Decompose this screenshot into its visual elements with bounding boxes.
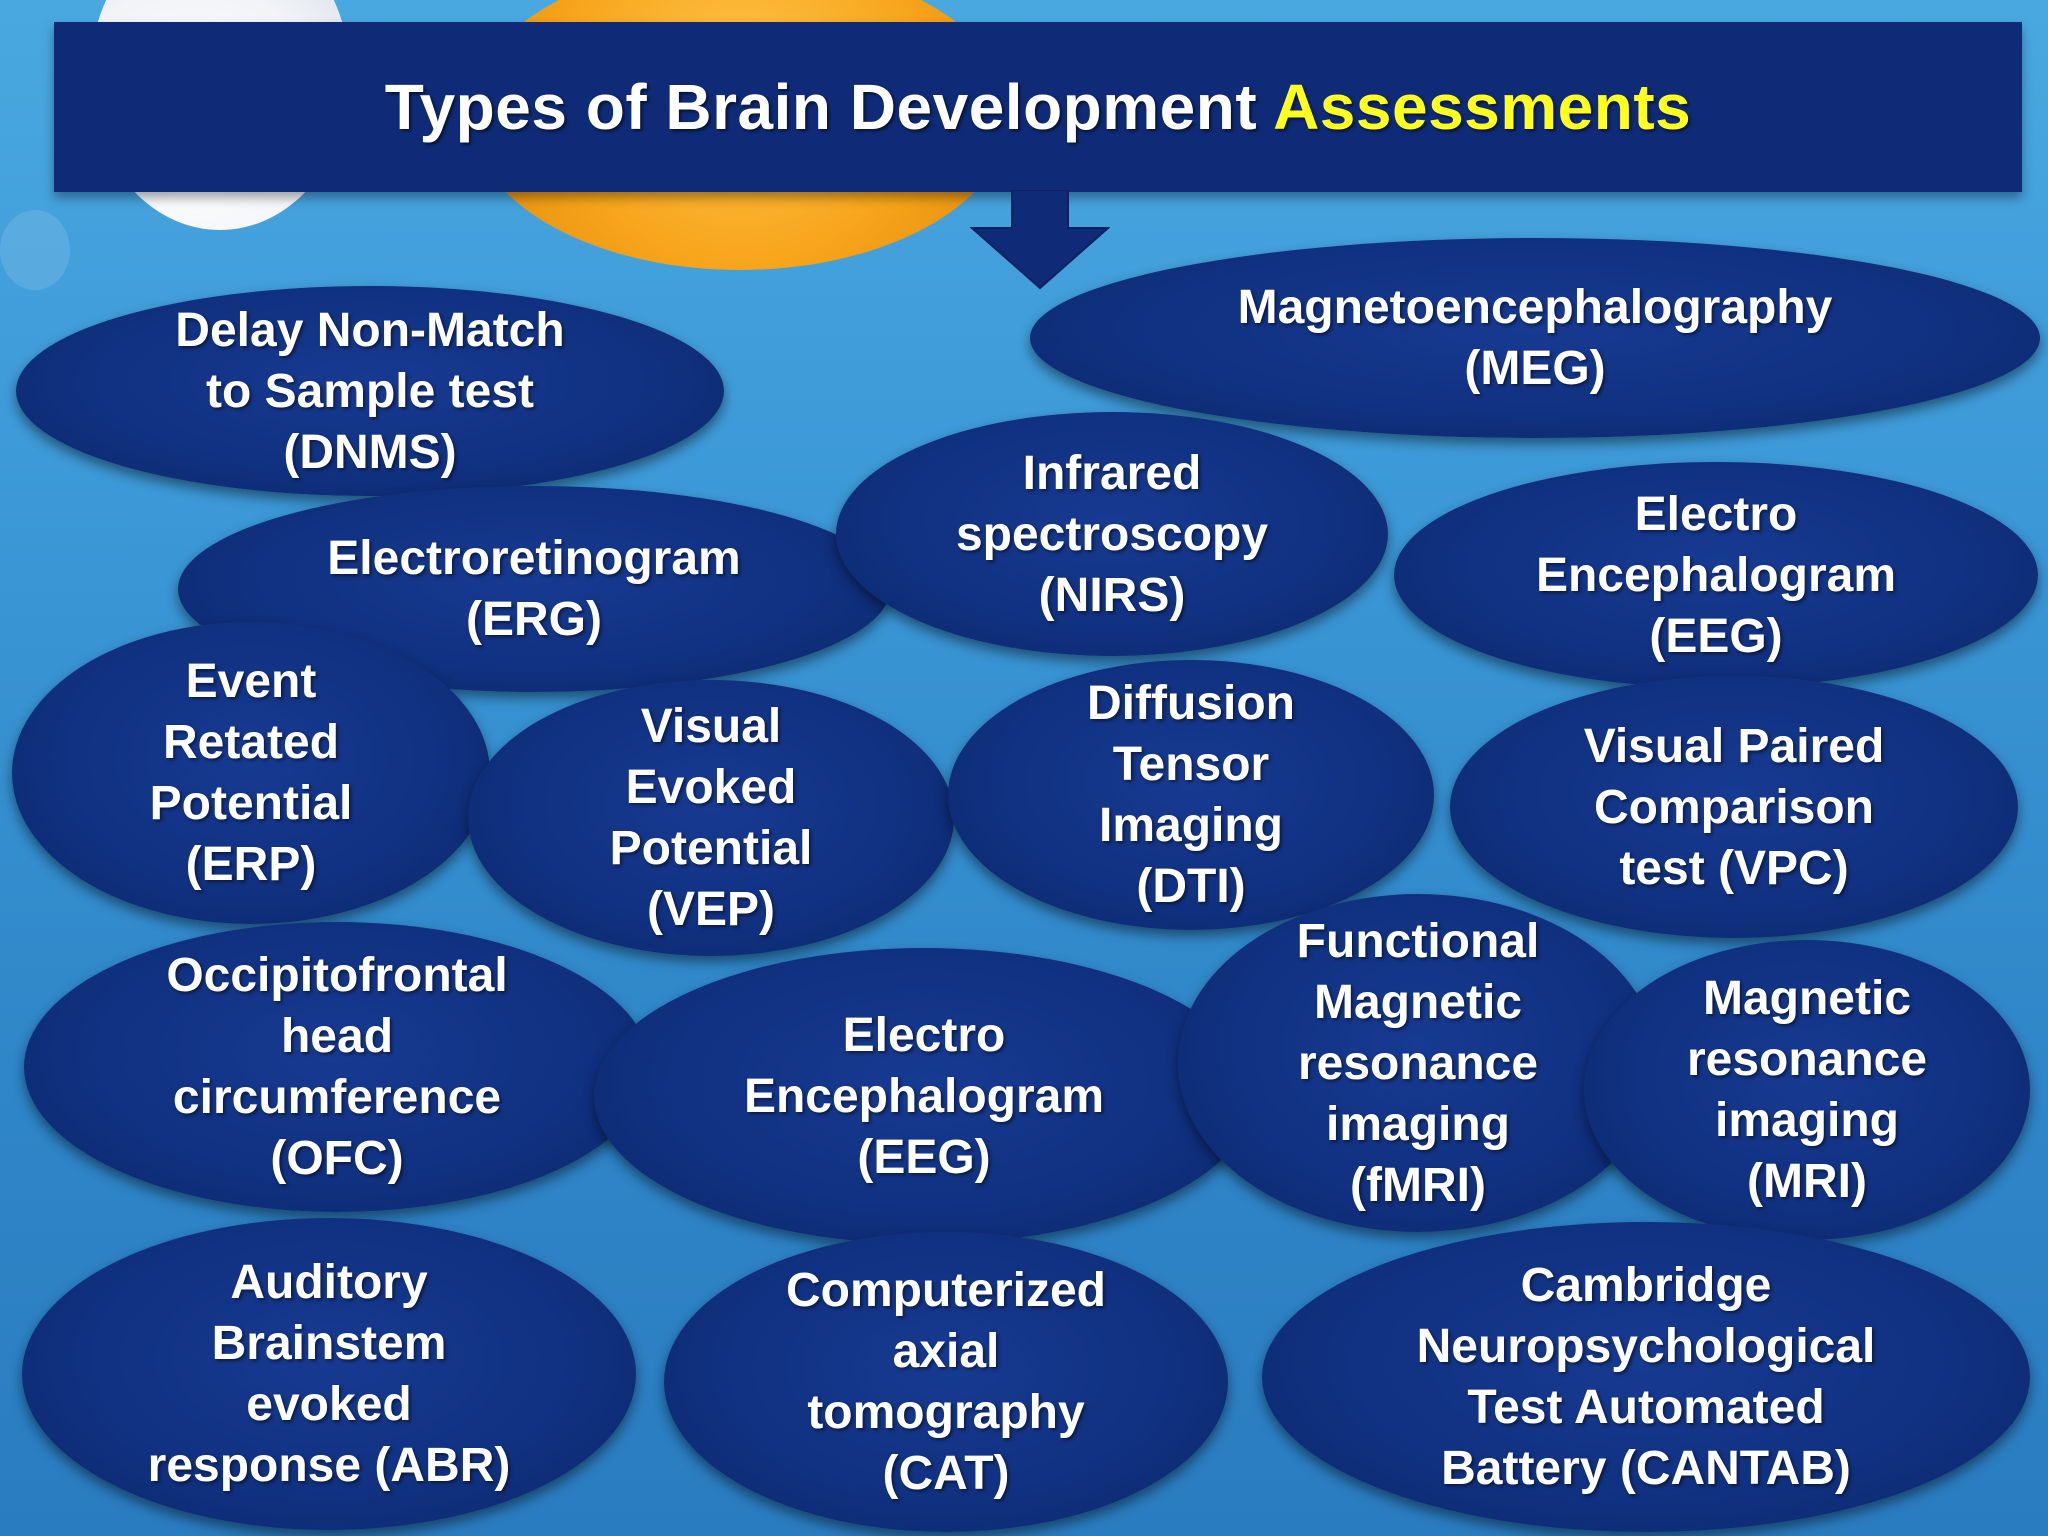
- title-main: Types of Brain Development: [384, 71, 1258, 143]
- oval-mri: Magnetic resonance imaging (MRI): [1584, 940, 2030, 1240]
- oval-abr: Auditory Brainstem evoked response (ABR): [22, 1218, 636, 1530]
- oval-label-cantab: Cambridge Neuropsychological Test Automa…: [1416, 1259, 1876, 1495]
- oval-label-dnms: Delay Non-Match to Sample test (DNMS): [175, 303, 565, 479]
- oval-nirs: Infrared spectroscopy (NIRS): [836, 412, 1388, 656]
- oval-dti: Diffusion Tensor Imaging (DTI): [948, 660, 1434, 930]
- oval-vpc: Visual Paired Comparison test (VPC): [1450, 676, 2018, 938]
- oval-label-vpc: Visual Paired Comparison test (VPC): [1583, 719, 1885, 895]
- oval-cat: Computerized axial tomography (CAT): [664, 1232, 1228, 1532]
- oval-label-cat: Computerized axial tomography (CAT): [785, 1264, 1106, 1500]
- oval-dnms: Delay Non-Match to Sample test (DNMS): [16, 286, 724, 496]
- oval-label-ofc: Occipitofrontal head circumference (OFC): [166, 949, 508, 1185]
- oval-fmri: Functional Magnetic resonance imaging (f…: [1178, 894, 1658, 1232]
- down-arrow-icon: [970, 190, 1110, 290]
- oval-meg: Magnetoencephalography (MEG): [1030, 238, 2040, 438]
- title-accent: Assessments: [1273, 71, 1692, 143]
- oval-ofc: Occipitofrontal head circumference (OFC): [24, 922, 650, 1212]
- oval-label-mri: Magnetic resonance imaging (MRI): [1686, 972, 1928, 1208]
- title-banner: Types of Brain Development Assessments: [54, 22, 2022, 192]
- oval-label-dti: Diffusion Tensor Imaging (DTI): [1087, 677, 1295, 913]
- oval-label-meg: Magnetoencephalography (MEG): [1237, 281, 1833, 395]
- bubble-decoration: [0, 210, 70, 290]
- page-title: Types of Brain Development Assessments: [385, 70, 1692, 144]
- oval-label-eeg-bottom: Electro Encephalogram (EEG): [743, 1008, 1105, 1184]
- oval-label-abr: Auditory Brainstem evoked response (ABR): [147, 1256, 511, 1492]
- oval-label-erg: Electroretinogram (ERG): [327, 532, 741, 646]
- oval-vep: Visual Evoked Potential (VEP): [468, 680, 954, 956]
- oval-erg: Electroretinogram (ERG): [178, 486, 890, 692]
- oval-erp: Event Retated Potential (ERP): [12, 622, 490, 924]
- oval-label-vep: Visual Evoked Potential (VEP): [609, 700, 813, 936]
- oval-eeg-top: Electro Encephalogram (EEG): [1394, 462, 2038, 688]
- oval-label-erp: Event Retated Potential (ERP): [149, 655, 353, 891]
- oval-eeg-bottom: Electro Encephalogram (EEG): [594, 948, 1254, 1244]
- oval-label-fmri: Functional Magnetic resonance imaging (f…: [1296, 914, 1540, 1212]
- oval-cantab: Cambridge Neuropsychological Test Automa…: [1262, 1222, 2030, 1532]
- oval-label-eeg-top: Electro Encephalogram (EEG): [1535, 487, 1897, 663]
- oval-label-nirs: Infrared spectroscopy (NIRS): [955, 446, 1269, 622]
